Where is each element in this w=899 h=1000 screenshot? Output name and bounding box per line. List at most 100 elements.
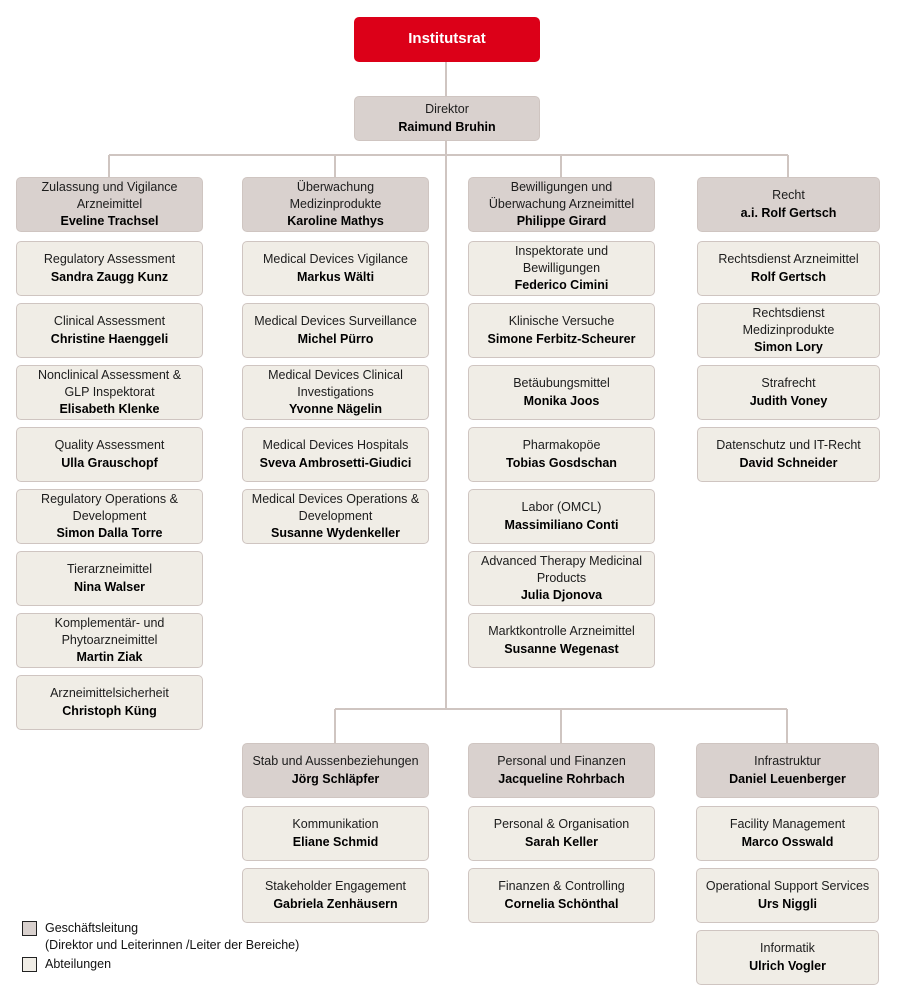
node-person: Eliane Schmid: [292, 835, 379, 849]
node-department-komplementaer-und-phytoarzneimittel[interactable]: Komplementär- und Phytoarzneimittel Mart…: [16, 613, 203, 668]
node-person: Cornelia Schönthal: [504, 897, 619, 911]
node-person: Massimiliano Conti: [504, 518, 619, 532]
node-person: Eveline Trachsel: [60, 214, 159, 229]
node-person: Urs Niggli: [757, 897, 818, 911]
node-person: Judith Voney: [749, 394, 828, 408]
node-role: Kommunikation: [292, 817, 379, 832]
node-department-klinische-versuche[interactable]: Klinische Versuche Simone Ferbitz-Scheur…: [468, 303, 655, 358]
node-person: Rolf Gertsch: [750, 270, 826, 284]
node-person: Susanne Wegenast: [504, 642, 619, 656]
node-person: Julia Djonova: [520, 588, 603, 603]
node-role: Recht: [772, 188, 805, 203]
node-division-infrastruktur[interactable]: Infrastruktur Daniel Leuenberger: [696, 743, 879, 798]
node-person: Federico Cimini: [514, 278, 609, 293]
node-role: Rechtsdienst Arzneimittel: [718, 252, 859, 267]
node-person: Martin Ziak: [76, 650, 143, 665]
node-person: Yvonne Nägelin: [288, 402, 383, 417]
node-role: Medical Devices Hospitals: [262, 438, 409, 453]
node-department-medical-devices-surveillance[interactable]: Medical Devices Surveillance Michel Pürr…: [242, 303, 429, 358]
node-role: Personal und Finanzen: [497, 754, 626, 769]
node-division-bewilligungen-und-ueberwachung-arzneimittel[interactable]: Bewilligungen und Überwachung Arzneimitt…: [468, 177, 655, 232]
node-person: Susanne Wydenkeller: [271, 526, 400, 541]
node-department-clinical-assessment[interactable]: Clinical Assessment Christine Haenggeli: [16, 303, 203, 358]
node-person: Monika Joos: [523, 394, 600, 408]
node-department-tierarzneimittel[interactable]: Tierarzneimittel Nina Walser: [16, 551, 203, 606]
node-person: Marco Osswald: [741, 835, 834, 849]
node-role: Labor (OMCL): [521, 500, 602, 515]
node-department-labor-omcl[interactable]: Labor (OMCL) Massimiliano Conti: [468, 489, 655, 544]
node-person: Tobias Gosdschan: [506, 456, 617, 470]
legend-departments-text: Abteilungen: [45, 956, 111, 973]
legend-management-text: Geschäftsleitung (Direktor und Leiterinn…: [45, 920, 299, 954]
node-division-zulassung-und-vigilance-arzneimittel[interactable]: Zulassung und Vigilance Arzneimittel Eve…: [16, 177, 203, 232]
node-role: Pharmakopöe: [522, 438, 601, 453]
node-person: Simone Ferbitz-Scheurer: [487, 332, 636, 346]
node-role: Klinische Versuche: [508, 314, 615, 329]
node-department-stakeholder-engagement[interactable]: Stakeholder Engagement Gabriela Zenhäuse…: [242, 868, 429, 923]
node-department-rechtsdienst-arzneimittel[interactable]: Rechtsdienst Arzneimittel Rolf Gertsch: [697, 241, 880, 296]
node-department-nonclinical-assessment-glp-inspektorat[interactable]: Nonclinical Assessment & GLP Inspektorat…: [16, 365, 203, 420]
node-department-informatik[interactable]: Informatik Ulrich Vogler: [696, 930, 879, 985]
node-role: Datenschutz und IT-Recht: [716, 438, 861, 453]
node-department-pharmakopoee[interactable]: Pharmakopöe Tobias Gosdschan: [468, 427, 655, 482]
node-department-betaeubungsmittel[interactable]: Betäubungsmittel Monika Joos: [468, 365, 655, 420]
node-role: Betäubungsmittel: [513, 376, 610, 391]
node-person: Sandra Zaugg Kunz: [50, 270, 169, 284]
node-department-medical-devices-hospitals[interactable]: Medical Devices Hospitals Sveva Ambroset…: [242, 427, 429, 482]
node-department-medical-devices-operations-development[interactable]: Medical Devices Operations & Development…: [242, 489, 429, 544]
node-department-medical-devices-vigilance[interactable]: Medical Devices Vigilance Markus Wälti: [242, 241, 429, 296]
node-role: Medical Devices Operations & Development: [251, 491, 420, 523]
node-department-arzneimittelsicherheit[interactable]: Arzneimittelsicherheit Christoph Küng: [16, 675, 203, 730]
node-department-inspektorate-und-bewilligungen[interactable]: Inspektorate und Bewilligungen Federico …: [468, 241, 655, 296]
node-direktor[interactable]: Direktor Raimund Bruhin: [354, 96, 540, 141]
node-role: Inspektorate und Bewilligungen: [514, 243, 609, 275]
node-role: Überwachung Medizinprodukte: [289, 179, 382, 211]
node-department-medical-devices-clinical-investigations[interactable]: Medical Devices Clinical Investigations …: [242, 365, 429, 420]
node-person: Ulrich Vogler: [749, 959, 826, 973]
node-role: Medical Devices Vigilance: [263, 252, 408, 267]
legend: Geschäftsleitung (Direktor und Leiterinn…: [22, 920, 299, 975]
legend-row-management: Geschäftsleitung (Direktor und Leiterinn…: [22, 920, 299, 954]
node-department-finanzen-controlling[interactable]: Finanzen & Controlling Cornelia Schöntha…: [468, 868, 655, 923]
node-department-personal-organisation[interactable]: Personal & Organisation Sarah Keller: [468, 806, 655, 861]
node-role: Infrastruktur: [754, 754, 821, 769]
node-title: Institutsrat: [408, 30, 486, 48]
node-department-kommunikation[interactable]: Kommunikation Eliane Schmid: [242, 806, 429, 861]
node-role: Advanced Therapy Medicinal Products: [481, 553, 642, 585]
node-department-facility-management[interactable]: Facility Management Marco Osswald: [696, 806, 879, 861]
node-person: Michel Pürro: [297, 332, 374, 346]
node-person: Simon Lory: [754, 340, 823, 355]
node-role: Stakeholder Engagement: [264, 879, 407, 894]
node-person: Jacqueline Rohrbach: [498, 772, 625, 786]
node-department-operational-support-services[interactable]: Operational Support Services Urs Niggli: [696, 868, 879, 923]
node-department-advanced-therapy-medicinal-products[interactable]: Advanced Therapy Medicinal Products Juli…: [468, 551, 655, 606]
node-person: Raimund Bruhin: [398, 120, 496, 134]
node-person: Sarah Keller: [525, 835, 598, 849]
node-institutsrat[interactable]: Institutsrat: [354, 17, 540, 62]
node-person: Philippe Girard: [516, 214, 607, 229]
node-role: Facility Management: [729, 817, 846, 832]
node-division-stab-und-aussenbeziehungen[interactable]: Stab und Aussenbeziehungen Jörg Schläpfe…: [242, 743, 429, 798]
node-department-datenschutz-und-it-recht[interactable]: Datenschutz und IT-Recht David Schneider: [697, 427, 880, 482]
node-role: Operational Support Services: [705, 879, 870, 894]
legend-management-sublabel: (Direktor und Leiterinnen /Leiter der Be…: [45, 937, 300, 952]
node-division-recht[interactable]: Recht a.i. Rolf Gertsch: [697, 177, 880, 232]
node-role: Zulassung und Vigilance Arzneimittel: [41, 179, 178, 211]
node-department-regulatory-operations-development[interactable]: Regulatory Operations & Development Simo…: [16, 489, 203, 544]
node-person: Jörg Schläpfer: [291, 772, 380, 786]
node-role: Nonclinical Assessment & GLP Inspektorat: [37, 367, 182, 399]
node-division-ueberwachung-medizinprodukte[interactable]: Überwachung Medizinprodukte Karoline Mat…: [242, 177, 429, 232]
node-department-regulatory-assessment[interactable]: Regulatory Assessment Sandra Zaugg Kunz: [16, 241, 203, 296]
node-person: Nina Walser: [73, 580, 146, 594]
node-department-marktkontrolle-arzneimittel[interactable]: Marktkontrolle Arzneimittel Susanne Wege…: [468, 613, 655, 668]
node-person: a.i. Rolf Gertsch: [740, 206, 837, 220]
node-role: Finanzen & Controlling: [498, 879, 625, 894]
node-department-rechtsdienst-medizinprodukte[interactable]: Rechtsdienst Medizinprodukte Simon Lory: [697, 303, 880, 358]
node-department-strafrecht[interactable]: Strafrecht Judith Voney: [697, 365, 880, 420]
node-role: Regulatory Assessment: [43, 252, 176, 267]
node-department-quality-assessment[interactable]: Quality Assessment Ulla Grauschopf: [16, 427, 203, 482]
node-person: Markus Wälti: [296, 270, 375, 284]
node-person: Gabriela Zenhäusern: [273, 897, 398, 911]
legend-row-departments: Abteilungen: [22, 956, 299, 973]
node-division-personal-und-finanzen[interactable]: Personal und Finanzen Jacqueline Rohrbac…: [468, 743, 655, 798]
